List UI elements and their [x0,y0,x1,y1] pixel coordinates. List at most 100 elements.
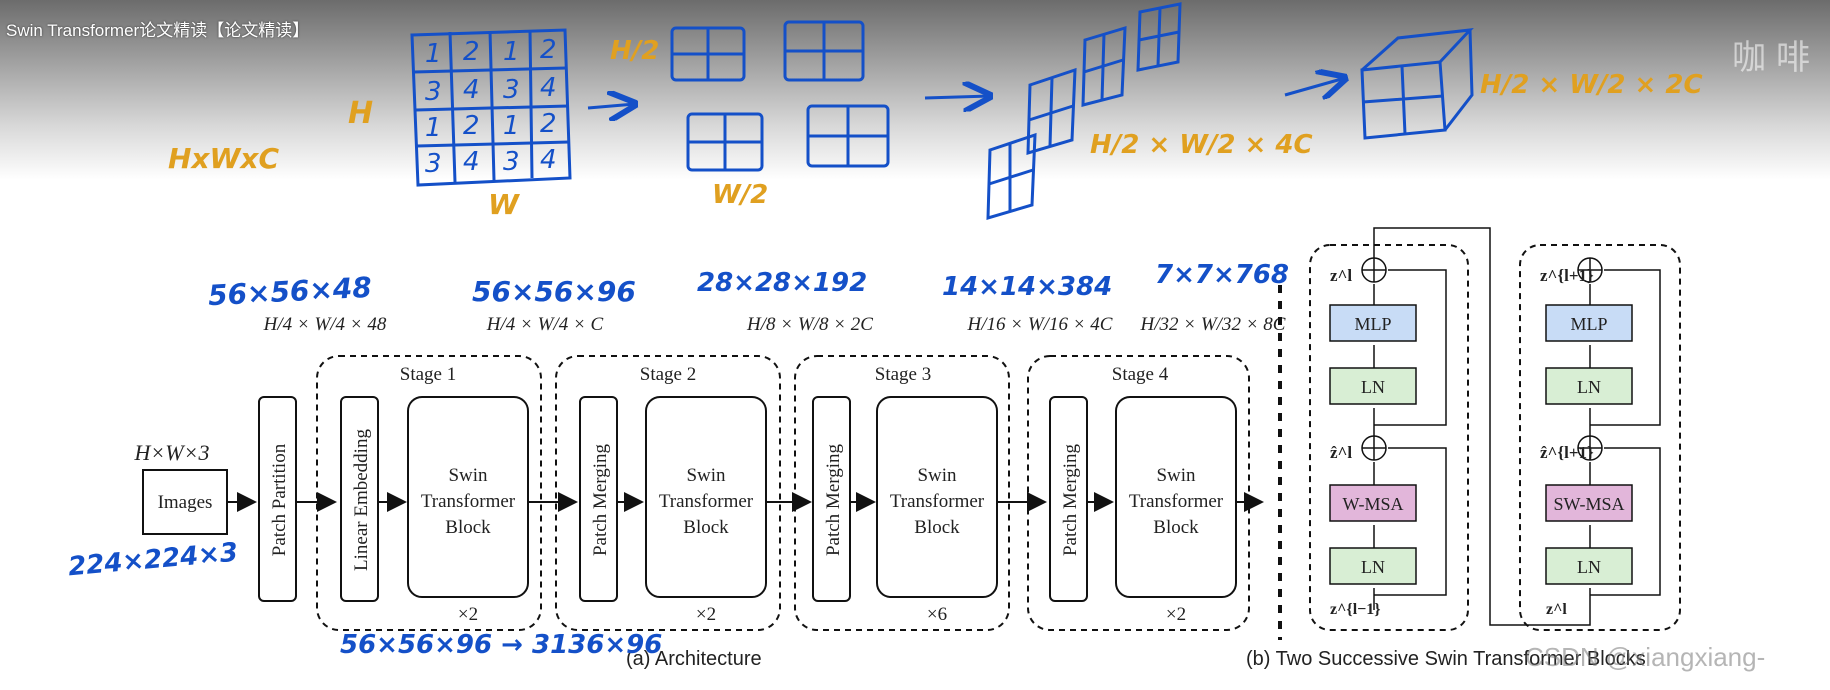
note-stage3-size: 28×28×192 [697,268,868,298]
stage-3-title: Stage 3 [875,364,931,385]
swin-block-1 [407,396,529,598]
note-hwc: HxWxC [168,142,279,175]
swin-block-line: Transformer [659,491,754,512]
grid-num: 3 [503,75,520,105]
note-w2: W/2 [712,180,769,210]
channel-watermark: 咖啡 [1732,38,1820,78]
ln-box [1329,367,1417,405]
caption-architecture: (a) Architecture [626,648,762,670]
grid-num: 2 [540,109,557,139]
note-h2: H/2 [610,36,660,66]
ln-box [1329,547,1417,585]
stage-4-repeat: ×2 [1166,604,1186,625]
grid-num: 4 [463,147,480,177]
grid-num: 4 [540,73,557,103]
patch-partition-label: Patch Partition [269,443,290,556]
stage-1-dims: H/4 × W/4 × C [486,314,604,335]
images-box [142,469,228,535]
ln-label: LN [1577,377,1601,397]
grid-num: 2 [463,111,480,141]
z-l-label: z^l [1330,266,1352,285]
sketch-arrow [587,104,635,108]
z-l-label: z^l [1546,601,1567,618]
grid-num: 4 [463,75,480,105]
swin-block-2 [645,396,767,598]
stage-3-container [794,355,1010,631]
stage-2-dims: H/8 × W/8 × 2C [746,314,873,335]
swin-blocks-diagram: z^l MLP LN ẑ^l W-MSA LN z^{l−1} z^{l+1} … [1309,227,1681,631]
patch-partition-box [258,396,297,602]
grid-num: 3 [503,147,520,177]
mlp-box [1545,304,1633,342]
grid-num: 1 [425,113,442,143]
video-title[interactable]: Swin Transformer论文精读【论文精读】 [6,21,310,40]
w-msa-box [1329,484,1417,522]
ln-label: LN [1361,557,1385,577]
note-stage2-size: 56×56×96 [472,275,636,308]
video-overlay-gradient [0,0,1830,180]
ln-label: LN [1361,377,1385,397]
sketch-cube [1360,28,1474,140]
block-connector [1373,227,1591,626]
swin-block-line: Swin [917,465,957,486]
note-stage4-size: 14×14×384 [942,272,1113,302]
patch-merging-label: Patch Merging [590,443,611,556]
mlp-label: MLP [1570,314,1607,334]
csdn-watermark: CSDN @xiangxiang- [1525,642,1766,672]
partition-dims: H/4 × W/4 × 48 [263,314,387,335]
grid-num: 2 [463,37,480,67]
caption-blocks: (b) Two Successive Swin Transformer Bloc… [1246,648,1646,670]
linear-embedding-box [340,396,379,602]
stage-3-dims: H/16 × W/16 × 4C [967,314,1113,335]
grid-num: 1 [425,39,442,69]
swin-block-line: Transformer [890,491,985,512]
z-l1-label: z^{l+1} [1540,266,1594,285]
grid-num: 1 [503,37,520,67]
ln-box [1545,547,1633,585]
sw-msa-box [1545,484,1633,522]
swin-block-line: Swin [686,465,726,486]
mlp-box [1329,304,1417,342]
mlp-label: MLP [1354,314,1391,334]
stage-1-repeat: ×2 [458,604,478,625]
images-label: Images [158,492,213,513]
stage-1-container [316,355,542,631]
stage-2-repeat: ×2 [696,604,716,625]
block-l-container [1309,244,1469,631]
w-msa-label: W-MSA [1342,494,1403,514]
grid-num: 1 [503,111,520,141]
patch-merging-box [812,396,851,602]
swin-block-3 [876,396,998,598]
note-dims-4c: H/2 × W/2 × 4C [1090,130,1313,160]
sw-msa-label: SW-MSA [1553,494,1624,514]
note-dims-2c: H/2 × W/2 × 2C [1480,70,1703,100]
architecture-diagram: H×W×3 Images Patch Partition H/4 × W/4 ×… [134,314,1286,631]
sketch-stacked-slices [986,2,1182,221]
swin-block-line: Block [445,517,491,538]
patch-merging-label: Patch Merging [1060,443,1081,556]
swin-block-line: Block [683,517,729,538]
note-flatten: 56×56×96 → 3136×96 [340,630,663,660]
swin-block-line: Swin [1156,465,1196,486]
block-l1-container [1519,244,1681,631]
stage-4-title: Stage 4 [1112,364,1169,385]
grid-numbers: 1 2 1 2 3 4 3 4 1 2 1 2 3 4 3 4 [425,35,557,179]
patch-merging-box [1049,396,1088,602]
note-w: W [488,188,519,221]
stage-4-dims: H/32 × W/32 × 8C [1140,314,1286,335]
stage-3-repeat: ×6 [927,604,947,625]
swin-block-line: Transformer [1129,491,1224,512]
zhat-l1-label: ẑ^{l+1} [1540,443,1594,462]
ln-box [1545,367,1633,405]
sketch-grid-4x4 [410,28,572,187]
note-h: H [348,96,374,131]
linear-embedding-label: Linear Embedding [351,429,372,571]
swin-block-line: Transformer [421,491,516,512]
swin-block-line: Swin [448,465,488,486]
patch-merging-box [579,396,618,602]
grid-num: 3 [425,77,442,107]
zhat-l-label: ẑ^l [1330,443,1352,462]
z-lm1-label: z^{l−1} [1330,601,1381,618]
swin-block-line: Block [914,517,960,538]
